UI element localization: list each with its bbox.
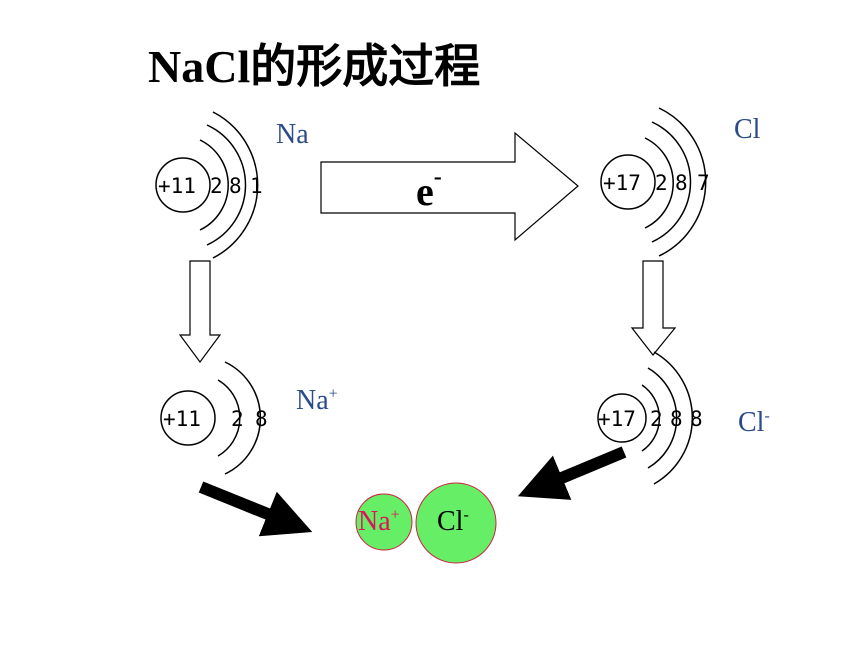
cl-atom-diagram: +17 2 8 7 (600, 107, 710, 257)
na-ion-to-compound-arrow (198, 481, 313, 537)
cl-shell-count-2: 8 (675, 171, 688, 195)
na-shell-2 (206, 124, 247, 246)
na-ion-shell-count-2: 8 (255, 407, 268, 431)
compound-na-ion-sphere (355, 493, 413, 551)
compound-na-ion-label: Na+ (358, 506, 400, 537)
cl-shell-1 (644, 137, 674, 229)
na-shell-count-3: 1 (250, 174, 263, 198)
na-ion-label: Na+ (296, 385, 338, 416)
na-ion-shell-1 (217, 379, 241, 457)
cl-ion-shell-2 (647, 367, 678, 469)
cl-ion-nucleus (597, 393, 647, 443)
compound-cl-ion-label: Cl- (437, 506, 469, 537)
cl-ion-shell-count-1: 2 (650, 407, 663, 431)
na-ion-nucleus (160, 390, 216, 446)
na-ion-nucleus-charge: +11 (163, 407, 201, 431)
na-atom-diagram: +11 2 8 1 (155, 111, 263, 259)
cl-shell-2 (651, 121, 692, 243)
cl-ion-shell-count-3: 8 (690, 407, 703, 431)
na-nucleus-charge: +11 (158, 174, 196, 198)
page-title: NaCl的形成过程 (148, 41, 481, 92)
cl-ion-shell-count-2: 8 (670, 407, 683, 431)
cl-ion-shell-3 (653, 351, 693, 485)
cl-ion-shell-1 (641, 384, 661, 452)
cl-shell-count-1: 2 (655, 171, 668, 195)
na-shell-count-2: 8 (229, 174, 242, 198)
na-shell-1 (199, 139, 229, 231)
cl-down-arrow (630, 260, 677, 356)
cl-nucleus (600, 154, 656, 210)
na-shell-count-1: 2 (210, 174, 223, 198)
compound-cl-ion-sphere (415, 482, 497, 564)
cl-ion-diagram: +17 2 8 8 (597, 351, 703, 485)
cl-shell-3 (658, 107, 707, 257)
na-ion-shell-count-1: 2 (231, 407, 244, 431)
cl-ion-to-compound-arrow (517, 446, 627, 500)
na-ion-diagram: +11 2 8 (160, 361, 268, 475)
na-shell-3 (212, 111, 259, 259)
na-down-arrow (178, 260, 222, 364)
cl-nucleus-charge: +17 (603, 171, 641, 195)
na-nucleus (155, 157, 211, 213)
na-ion-shell-2 (224, 361, 262, 475)
cl-atom-label: Cl (734, 114, 761, 145)
cl-ion-label: Cl- (738, 407, 770, 438)
na-atom-label: Na (276, 119, 309, 150)
cl-shell-count-3: 7 (697, 171, 710, 195)
electron-symbol: e- (416, 164, 442, 214)
electron-transfer-arrow (320, 131, 579, 242)
cl-ion-nucleus-charge: +17 (598, 407, 636, 431)
